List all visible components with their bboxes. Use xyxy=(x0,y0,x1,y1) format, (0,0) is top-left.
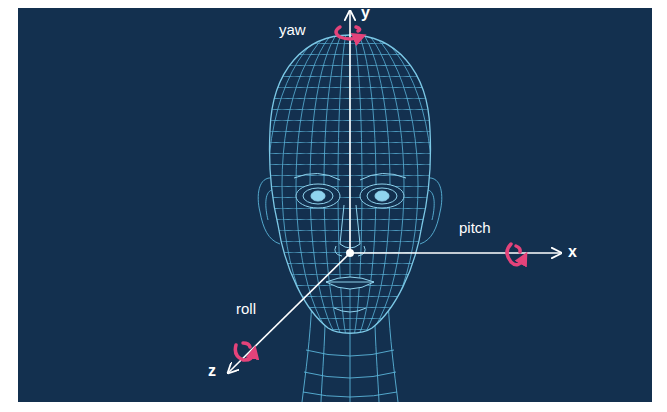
axis-label: z xyxy=(208,362,216,380)
panel xyxy=(18,8,652,402)
axis-label: x xyxy=(568,243,577,261)
rotation-label: yaw xyxy=(279,21,306,39)
origin-dot xyxy=(346,249,354,257)
axis-label: y xyxy=(361,4,370,22)
rotation-label: pitch xyxy=(459,219,491,237)
rotation-label: roll xyxy=(236,300,256,318)
rotation-arrows xyxy=(235,27,524,360)
axes xyxy=(229,12,560,372)
